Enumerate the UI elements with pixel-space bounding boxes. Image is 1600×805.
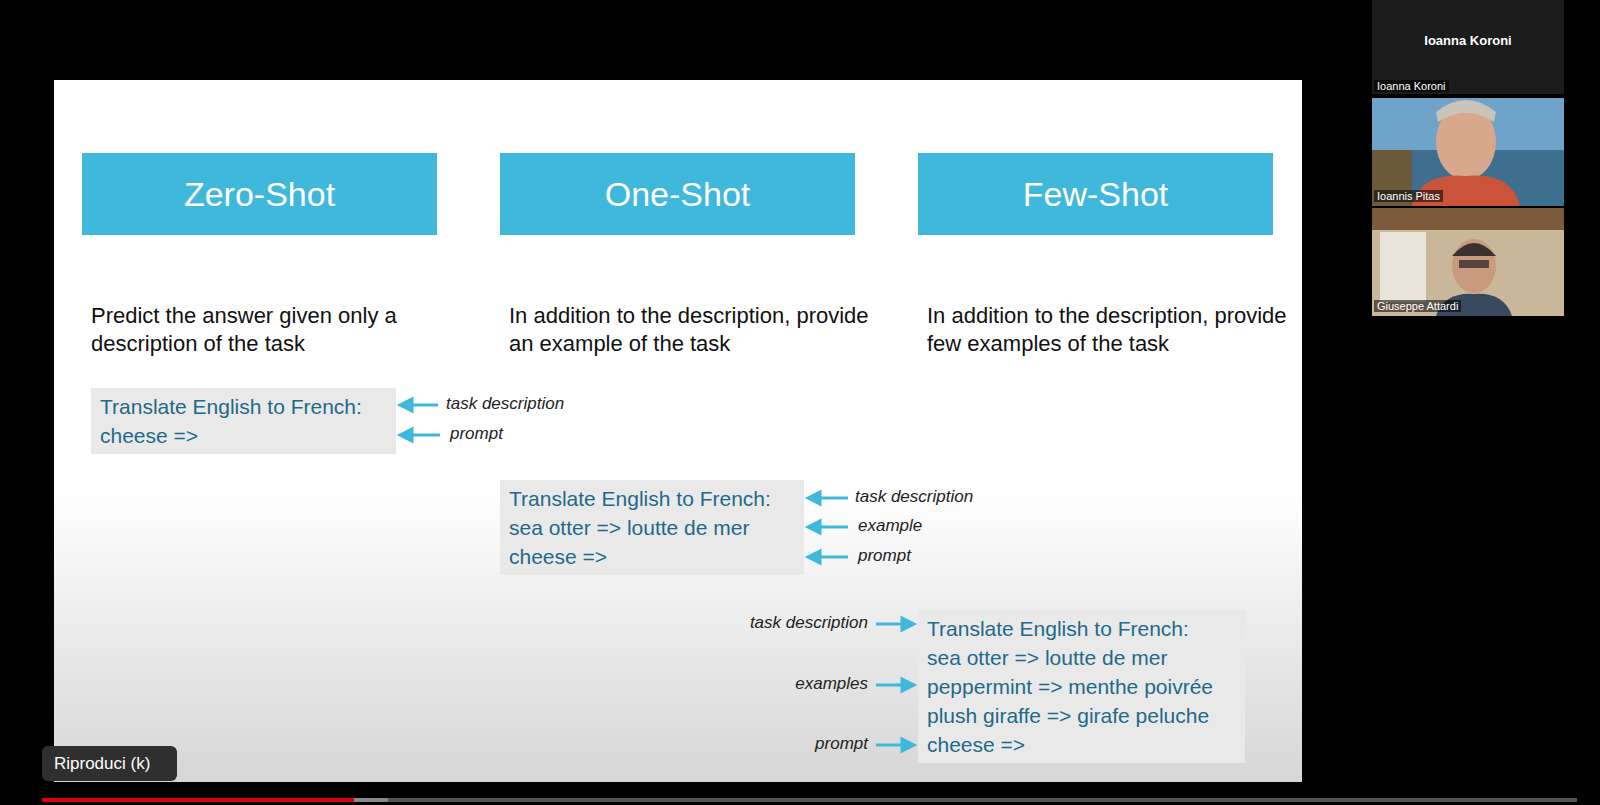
progress-track [42, 798, 1577, 802]
mode-header: Zero-Shot [82, 153, 437, 235]
participant-tag: Giuseppe Attardi [1374, 300, 1461, 312]
prompt-line: sea otter => loutte de mer [509, 513, 795, 542]
video-tile [1372, 208, 1564, 316]
annotation: prompt [815, 734, 868, 754]
prompt-line: Translate English to French: [509, 484, 795, 513]
mode-header: One-Shot [500, 153, 855, 235]
annotation: prompt [858, 546, 911, 566]
prompt-line: Translate English to French: [100, 392, 387, 421]
annotation: examples [795, 674, 868, 694]
participant-tag: Ioanna Koroni [1374, 80, 1449, 92]
header-text: One-Shot [605, 175, 751, 214]
description: In addition to the description, provide … [927, 302, 1287, 358]
participant-tag: Ioannis Pitas [1374, 190, 1443, 202]
annotation: task description [750, 613, 868, 633]
leader-arrows [400, 399, 914, 751]
description: Predict the answer given only a descript… [91, 302, 451, 358]
prompt-box: Translate English to French:sea otter =>… [918, 610, 1245, 763]
prompt-line: cheese => [927, 730, 1236, 759]
mode-header: Few-Shot [918, 153, 1273, 235]
prompt-line: cheese => [509, 542, 795, 571]
annotation: example [858, 516, 922, 536]
prompt-line: sea otter => loutte de mer [927, 643, 1236, 672]
prompt-box: Translate English to French:cheese => [91, 388, 396, 454]
header-text: Few-Shot [1023, 175, 1169, 214]
glasses [1459, 260, 1489, 268]
hair [1436, 100, 1496, 122]
prompt-line: Translate English to French: [927, 614, 1236, 643]
progress-buffer [42, 798, 388, 802]
progress-played [42, 798, 354, 802]
ceiling [1372, 208, 1564, 230]
window [1380, 232, 1426, 302]
hair [1452, 243, 1496, 256]
description: In addition to the description, provide … [509, 302, 869, 358]
face [1452, 239, 1496, 293]
header-text: Zero-Shot [184, 175, 335, 214]
prompt-box: Translate English to French:sea otter =>… [500, 480, 804, 575]
prompt-line: cheese => [100, 421, 387, 450]
annotation: prompt [450, 424, 503, 444]
prompt-line: peppermint => menthe poivrée [927, 672, 1236, 701]
prompt-line: plush giraffe => girafe peluche [927, 701, 1236, 730]
video-tile [1372, 98, 1564, 206]
participant-name: Ioanna Koroni [1424, 33, 1511, 48]
tooltip: Riproduci (k) [42, 746, 177, 781]
annotation: task description [855, 487, 973, 507]
annotation: task description [446, 394, 564, 414]
tooltip-text: Riproduci (k) [54, 754, 150, 774]
